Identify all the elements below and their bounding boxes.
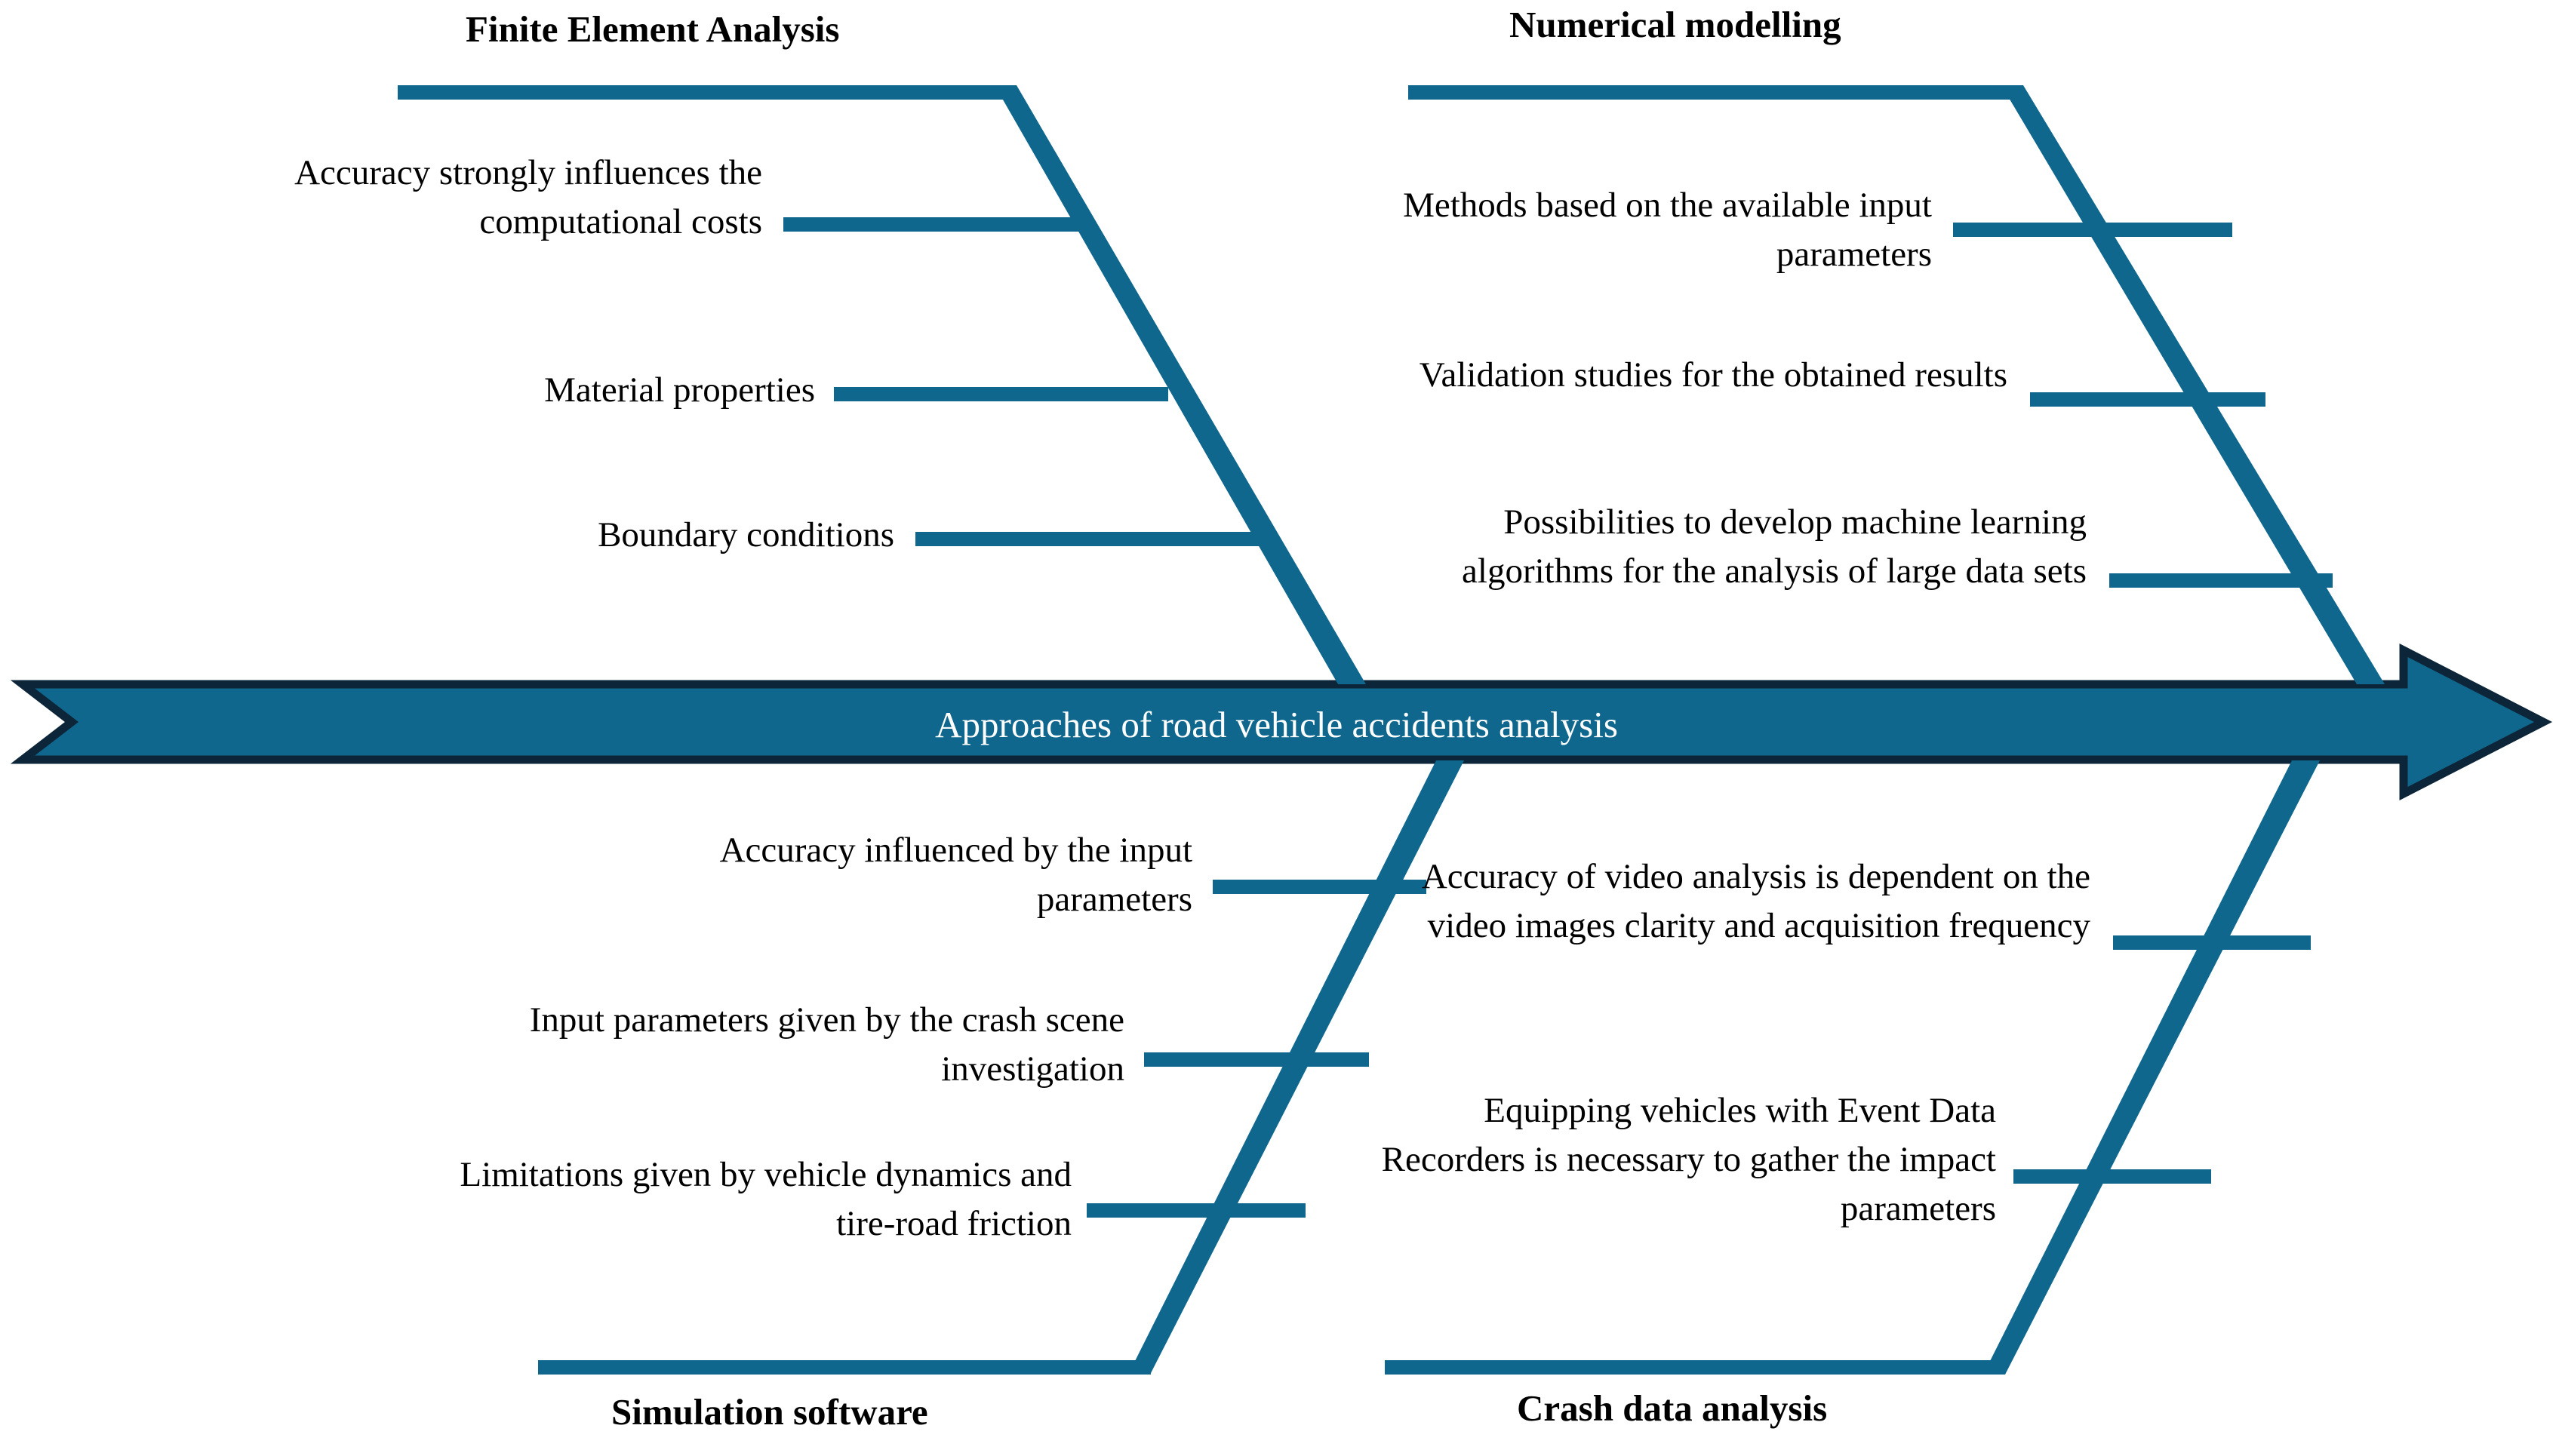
cause-text-nm-3: Possibilities to develop machine learnin…: [1462, 502, 2087, 591]
branch-finite-element-analysis: [398, 85, 1366, 684]
cause-text-fea-2: Material properties: [544, 370, 815, 410]
nm-branch-top-bar: [1408, 85, 2023, 100]
branch-numerical-modelling: [1408, 85, 2385, 684]
branch-simulation-software: [538, 760, 1464, 1375]
nm-cause-bone-3: [2109, 573, 2333, 588]
fea-cause-bone-2: [834, 387, 1168, 401]
cda-cause-bone-1: [2113, 935, 2311, 950]
cause-text-ss-3: Limitations given by vehicle dynamics an…: [460, 1155, 1072, 1243]
ss-branch-bottom-bar: [538, 1360, 1151, 1375]
ss-cause-bone-2: [1144, 1052, 1369, 1067]
fea-branch-diagonal: [995, 85, 1366, 684]
cause-text-cda-1: Accuracy of video analysis is dependent …: [1421, 857, 2090, 945]
ss-cause-bone-3: [1087, 1203, 1306, 1218]
cause-text-nm-1: Methods based on the available input par…: [1403, 186, 1932, 274]
spine-arrow-shape: [10, 643, 2553, 801]
cda-branch-diagonal: [1983, 760, 2320, 1375]
category-label-numerical-modelling: Numerical modelling: [1509, 4, 1841, 45]
ss-cause-bone-1: [1213, 880, 1426, 894]
category-label-finite-element-analysis: Finite Element Analysis: [466, 8, 840, 50]
ss-branch-diagonal: [1128, 760, 1464, 1375]
fea-branch-top-bar: [398, 85, 1009, 100]
cause-text-ss-2: Input parameters given by the crash scen…: [529, 1000, 1124, 1089]
fea-cause-bone-1: [783, 217, 1091, 232]
spine-title: Approaches of road vehicle accidents ana…: [935, 704, 1618, 745]
nm-cause-bone-1: [1953, 223, 2232, 237]
cause-text-fea-1: Accuracy strongly influences the computa…: [294, 153, 762, 241]
cause-text-cda-2: Equipping vehicles with Event Data Recor…: [1381, 1091, 1996, 1228]
nm-cause-bone-2: [2030, 392, 2265, 407]
branch-crash-data-analysis: [1385, 760, 2320, 1375]
category-label-crash-data-analysis: Crash data analysis: [1517, 1387, 1828, 1429]
category-label-simulation-software: Simulation software: [611, 1391, 928, 1433]
fea-cause-bone-3: [915, 532, 1263, 546]
cause-text-nm-2: Validation studies for the obtained resu…: [1419, 355, 2007, 395]
cause-text-ss-1: Accuracy influenced by the input paramet…: [719, 831, 1192, 919]
cda-branch-bottom-bar: [1385, 1360, 2005, 1375]
cda-cause-bone-2: [2013, 1169, 2211, 1184]
cause-text-fea-3: Boundary conditions: [598, 515, 894, 554]
